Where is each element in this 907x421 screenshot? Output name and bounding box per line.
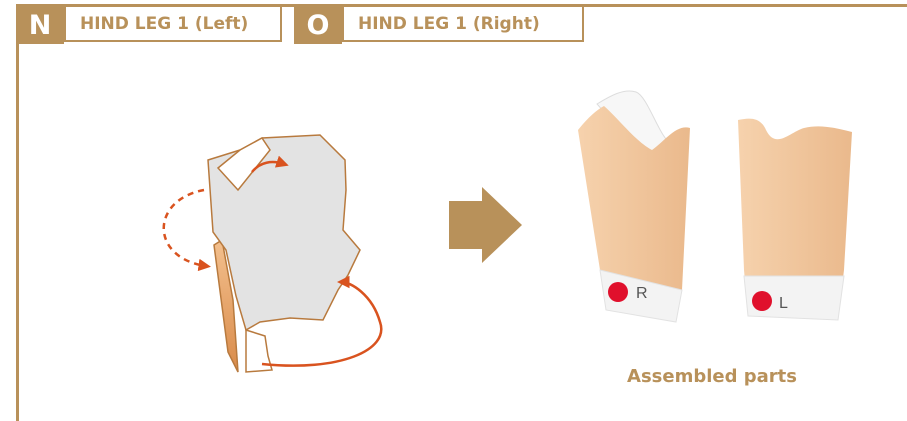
assembled-parts-caption: Assembled parts: [600, 366, 824, 387]
red-marker-icon: [752, 291, 772, 311]
right-piece-label: R: [636, 285, 648, 302]
assembled-right-piece: [578, 91, 690, 322]
assembled-left-piece: [738, 119, 852, 320]
right-arrow-icon: [449, 187, 522, 263]
folding-diagram: [164, 135, 382, 372]
left-piece-label: L: [779, 295, 788, 312]
red-marker-icon: [608, 282, 628, 302]
dashed-curved-arrow-icon: [164, 190, 206, 266]
